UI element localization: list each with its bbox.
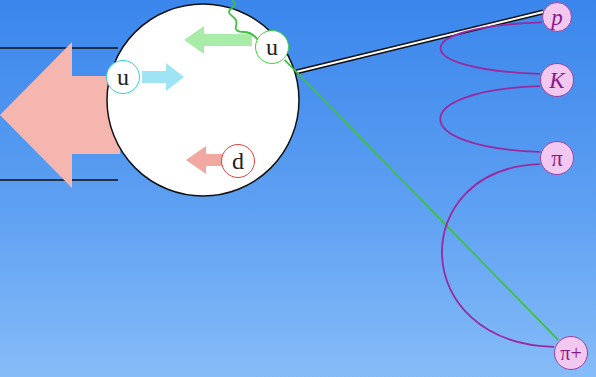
particle-label: u xyxy=(117,65,129,89)
particle-label: π xyxy=(551,147,563,170)
particle-label: K xyxy=(549,69,564,92)
quark-circle: u xyxy=(255,30,289,64)
string-line xyxy=(296,12,543,72)
particle-label: d xyxy=(232,149,244,173)
string-line xyxy=(296,12,543,72)
spin-arrow xyxy=(184,26,252,54)
quark-circle: d xyxy=(221,144,255,178)
string-loop xyxy=(442,164,554,347)
quark-circle: u xyxy=(106,60,140,94)
particle-label: π+ xyxy=(560,343,581,363)
particle-label: u xyxy=(266,35,278,59)
string-loop xyxy=(440,86,540,152)
particle-label: p xyxy=(551,6,563,29)
photon-wave xyxy=(229,0,258,40)
spin-arrow xyxy=(0,42,120,188)
hadron-circle: π xyxy=(540,141,574,175)
hadron-circle: p xyxy=(542,2,572,32)
proton-circle xyxy=(107,4,299,196)
hadron-circle: π+ xyxy=(554,336,588,370)
string-loop xyxy=(441,22,542,73)
pion-track xyxy=(285,60,559,340)
guide-line xyxy=(0,179,118,181)
spin-arrow xyxy=(142,63,184,91)
hadron-circle: K xyxy=(540,63,574,97)
guide-line xyxy=(0,47,118,49)
